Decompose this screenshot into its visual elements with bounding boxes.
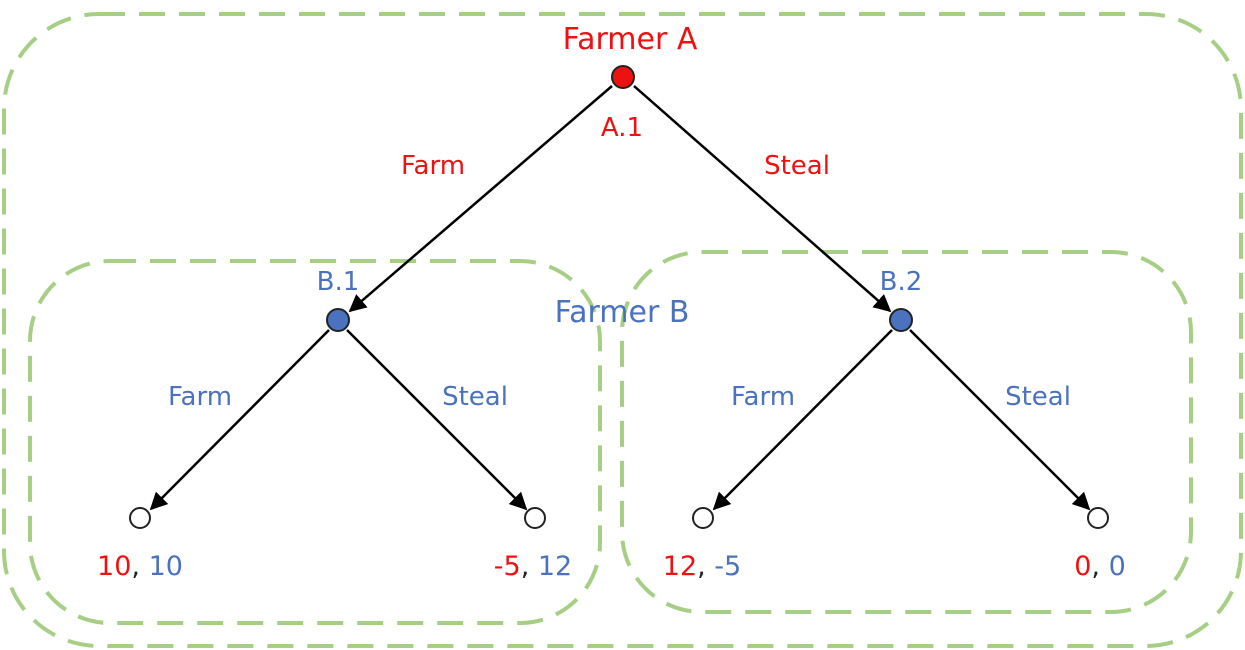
payoff-t1: 10, 10 bbox=[97, 551, 183, 582]
subgame-outline-b2 bbox=[620, 250, 1193, 614]
edge-root-b2-label: Steal bbox=[764, 151, 830, 181]
payoff-t3-b: -5 bbox=[714, 551, 741, 582]
payoff-t4-b: 0 bbox=[1109, 551, 1126, 582]
subgame-outline-b1 bbox=[28, 259, 602, 625]
terminal-node-t4 bbox=[1087, 507, 1109, 529]
payoff-t3: 12, -5 bbox=[663, 551, 741, 582]
payoff-t2-a: -5 bbox=[494, 551, 521, 582]
terminal-node-t2 bbox=[524, 507, 546, 529]
terminal-node-t3 bbox=[692, 507, 714, 529]
payoff-t3-separator: , bbox=[697, 551, 714, 582]
subgame-outline-whole-game bbox=[2, 12, 1243, 648]
node-b1-label: B.1 bbox=[317, 267, 360, 297]
player-a-label: Farmer A bbox=[563, 22, 698, 57]
edge-b1-t1-label: Farm bbox=[168, 382, 232, 412]
edge-root-to-b2 bbox=[633, 85, 892, 313]
payoff-t2-separator: , bbox=[521, 551, 538, 582]
payoff-t4: 0, 0 bbox=[1074, 551, 1126, 582]
payoff-t3-a: 12 bbox=[663, 551, 697, 582]
node-b2-label: B.2 bbox=[880, 267, 923, 297]
edge-b1-to-t2 bbox=[346, 329, 528, 511]
edge-b2-to-t3 bbox=[712, 329, 893, 511]
terminal-node-t1 bbox=[129, 507, 151, 529]
payoff-t4-a: 0 bbox=[1074, 551, 1091, 582]
edge-root-to-b1 bbox=[348, 85, 613, 313]
node-root-label: A.1 bbox=[601, 113, 643, 143]
edge-b2-t4-label: Steal bbox=[1005, 382, 1071, 412]
node-b2 bbox=[889, 308, 913, 332]
payoff-t2-b: 12 bbox=[538, 551, 572, 582]
edge-b2-t3-label: Farm bbox=[731, 382, 795, 412]
payoff-t1-separator: , bbox=[131, 551, 148, 582]
payoff-t2: -5, 12 bbox=[494, 551, 572, 582]
node-b1 bbox=[326, 308, 350, 332]
payoff-t4-separator: , bbox=[1091, 551, 1108, 582]
player-b-label: Farmer B bbox=[555, 295, 690, 330]
edge-root-b1-label: Farm bbox=[401, 151, 465, 181]
edge-b2-to-t4 bbox=[909, 329, 1091, 511]
edge-b1-t2-label: Steal bbox=[442, 382, 508, 412]
edge-b1-to-t1 bbox=[149, 329, 330, 511]
payoff-t1-a: 10 bbox=[97, 551, 131, 582]
node-root bbox=[611, 65, 635, 89]
payoff-t1-b: 10 bbox=[149, 551, 183, 582]
